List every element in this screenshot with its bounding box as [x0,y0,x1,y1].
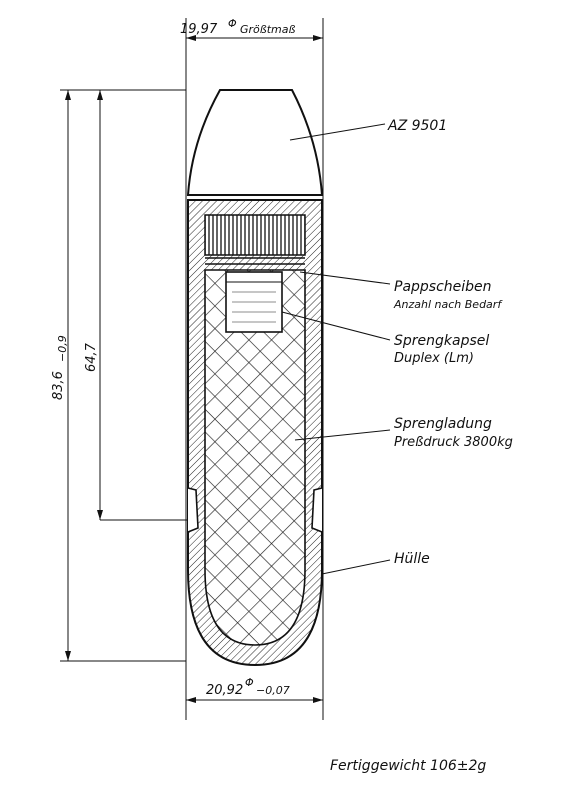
finished-weight: Fertiggewicht 106±2g [330,758,486,774]
diameter-symbol: Φ [228,17,237,30]
bottom-diameter-symbol: Φ [245,676,254,689]
charge-note: Preßdruck 3800kg [394,435,513,450]
case-label: Hülle [394,551,430,567]
top-diameter-note: Größtmaß [240,23,295,36]
charge-label: Sprengladung [394,416,492,432]
nose-label: AZ 9501 [387,118,447,134]
projectile [186,89,324,667]
top-diameter-value: 19,97 [180,22,218,37]
inner-length-value: 64,7 [84,342,99,372]
crimp-right [311,487,323,533]
bottom-diameter-tolerance: −0,07 [256,684,290,697]
inner-length-dimension: 64,7 [84,90,103,520]
leader-lines [281,123,391,575]
nose-cap [186,89,324,196]
crimp-left [187,487,199,533]
overall-length-value: 83,6 [51,371,66,400]
discs-label: Pappscheiben [394,279,492,295]
overall-length-tolerance: −0,9 [56,335,69,362]
labels: AZ 9501 Pappscheiben Anzahl nach Bedarf … [387,118,513,567]
cardboard-discs [204,214,306,256]
bottom-diameter-value: 20,92 [206,683,243,698]
top-diameter-dimension: 19,97 Φ Größtmaß [180,17,323,41]
discs-note: Anzahl nach Bedarf [393,298,503,311]
detonator-note: Duplex (Lm) [394,351,474,366]
overall-length-dimension: 83,6 −0,9 [51,90,71,661]
explosive-charge [204,269,306,646]
bottom-diameter-dimension: 20,92 Φ −0,07 [186,676,323,703]
detonator-label: Sprengkapsel [394,333,489,349]
